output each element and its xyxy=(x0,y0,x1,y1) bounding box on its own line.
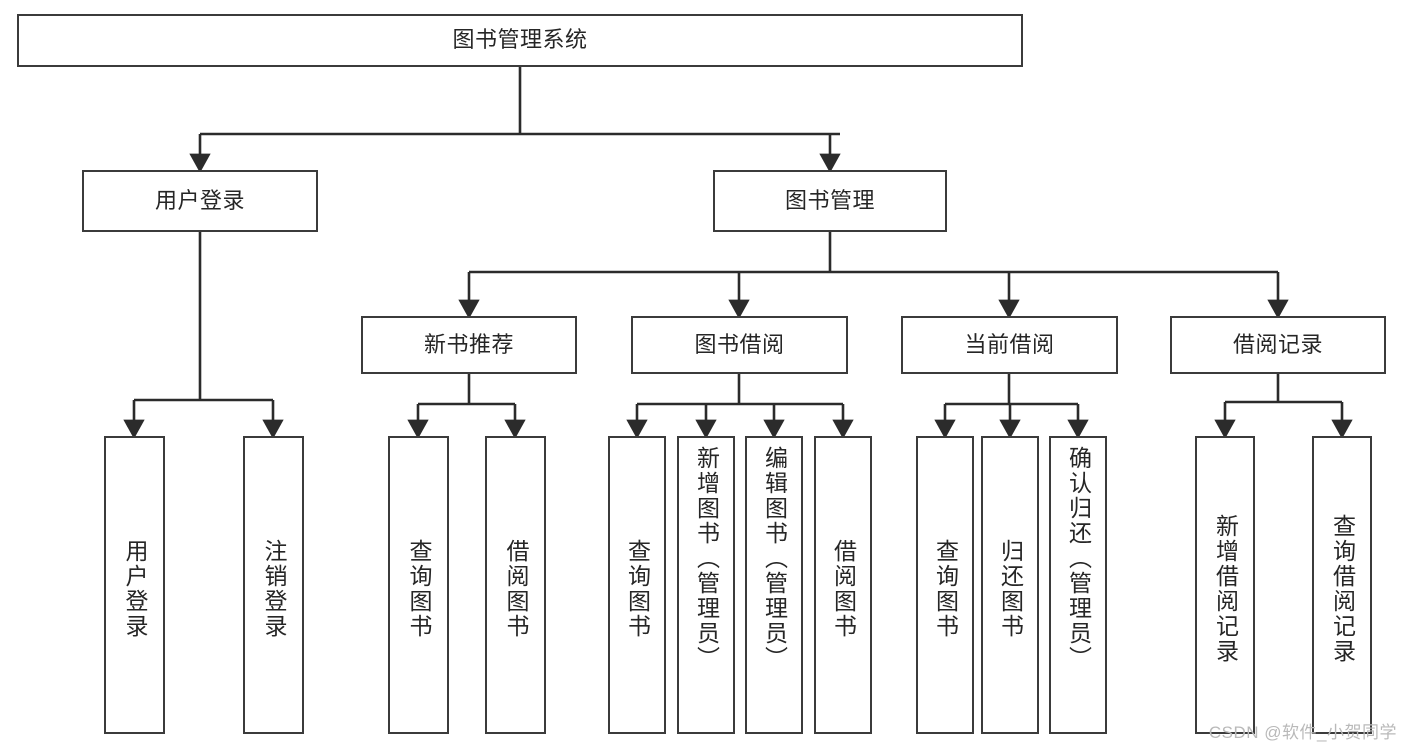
node-leaf-user-logout[interactable]: 注销登录 xyxy=(243,436,304,734)
node-leaf-edit-book-admin-label: 编辑图书（管理员） xyxy=(761,446,788,671)
node-leaf-query-book-borrow-label: 查询图书 xyxy=(624,539,651,639)
node-leaf-confirm-return-admin[interactable]: 确认归还（管理员） xyxy=(1049,436,1107,734)
node-borrow-record[interactable]: 借阅记录 xyxy=(1170,316,1386,374)
node-leaf-add-book-admin-label: 新增图书（管理员） xyxy=(693,446,720,671)
node-current-borrow-label: 当前借阅 xyxy=(964,331,1055,357)
node-leaf-edit-book-admin[interactable]: 编辑图书（管理员） xyxy=(745,436,803,734)
node-leaf-user-logout-label: 注销登录 xyxy=(261,539,287,639)
node-leaf-add-borrow-record-label: 新增借阅记录 xyxy=(1212,514,1239,664)
node-book-manage-label: 图书管理 xyxy=(784,187,875,213)
node-leaf-query-borrow-record[interactable]: 查询借阅记录 xyxy=(1312,436,1372,734)
node-leaf-borrow-book[interactable]: 借阅图书 xyxy=(814,436,872,734)
node-leaf-borrow-book-rec-label: 借阅图书 xyxy=(503,539,529,639)
node-leaf-borrow-book-rec[interactable]: 借阅图书 xyxy=(485,436,546,734)
node-new-book-recommend[interactable]: 新书推荐 xyxy=(361,316,577,374)
node-book-borrow-label: 图书借阅 xyxy=(694,331,785,357)
node-leaf-query-book-rec-label: 查询图书 xyxy=(406,539,432,639)
node-book-manage[interactable]: 图书管理 xyxy=(713,170,947,232)
node-book-borrow[interactable]: 图书借阅 xyxy=(631,316,848,374)
node-leaf-add-borrow-record[interactable]: 新增借阅记录 xyxy=(1195,436,1255,734)
node-leaf-query-book-current-label: 查询图书 xyxy=(932,539,959,639)
node-leaf-confirm-return-admin-label: 确认归还（管理员） xyxy=(1065,446,1092,671)
node-user-login-label: 用户登录 xyxy=(154,187,245,213)
node-leaf-query-book-borrow[interactable]: 查询图书 xyxy=(608,436,666,734)
node-leaf-query-borrow-record-label: 查询借阅记录 xyxy=(1329,514,1356,664)
node-leaf-return-book[interactable]: 归还图书 xyxy=(981,436,1039,734)
node-leaf-user-login[interactable]: 用户登录 xyxy=(104,436,165,734)
csdn-watermark: CSDN @软件_小贺同学 xyxy=(1208,723,1397,742)
node-borrow-record-label: 借阅记录 xyxy=(1232,331,1323,357)
node-new-book-recommend-label: 新书推荐 xyxy=(423,331,514,357)
node-leaf-query-book-rec[interactable]: 查询图书 xyxy=(388,436,449,734)
node-current-borrow[interactable]: 当前借阅 xyxy=(901,316,1118,374)
node-leaf-return-book-label: 归还图书 xyxy=(997,539,1024,639)
node-root-label: 图书管理系统 xyxy=(452,27,588,53)
node-leaf-borrow-book-label: 借阅图书 xyxy=(830,539,857,639)
node-leaf-user-login-label: 用户登录 xyxy=(122,539,148,639)
node-leaf-add-book-admin[interactable]: 新增图书（管理员） xyxy=(677,436,735,734)
node-user-login[interactable]: 用户登录 xyxy=(82,170,318,232)
node-root[interactable]: 图书管理系统 xyxy=(17,14,1023,67)
node-leaf-query-book-current[interactable]: 查询图书 xyxy=(916,436,974,734)
